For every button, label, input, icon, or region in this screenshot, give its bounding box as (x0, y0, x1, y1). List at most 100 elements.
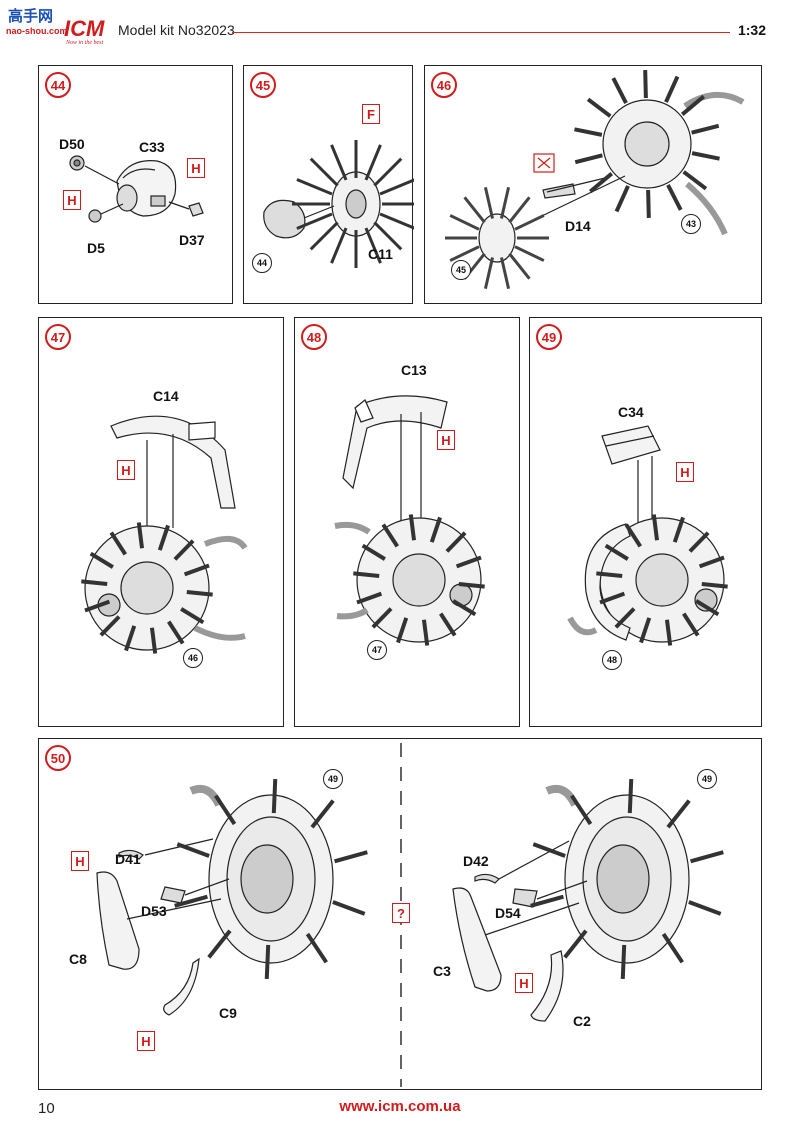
cylinder-spoke (379, 178, 414, 196)
cylinder-spoke (574, 127, 603, 137)
step-47-panel: 47 C14 H 46 (38, 317, 284, 727)
website-link[interactable]: www.icm.com.ua (339, 1098, 461, 1115)
cylinder-spoke (664, 619, 673, 646)
cylinder-spoke (574, 153, 603, 165)
cylinder-spoke (639, 617, 652, 644)
cylinder-spoke (701, 582, 728, 589)
cylinder-spoke (379, 212, 414, 230)
part-label: C2 (573, 1013, 591, 1029)
cylinder-spoke (334, 850, 368, 864)
step-48-panel: 48 C13 H 47 (294, 317, 520, 727)
cylinder-spoke (449, 245, 480, 262)
step-reference: 48 (602, 650, 622, 670)
cylinder-spoke (429, 516, 442, 543)
cylinder-spoke (690, 850, 724, 864)
step-44-illustration (69, 155, 204, 223)
cylinder-spoke (599, 591, 626, 605)
cylinder-spoke (296, 178, 333, 196)
step-reference: 44 (252, 253, 272, 273)
option-marker: ? (392, 903, 410, 923)
cylinder-spoke (186, 590, 213, 597)
cylinder-spoke (611, 77, 628, 104)
cylinder-spoke (698, 555, 725, 569)
cylinder-spoke (271, 779, 278, 814)
cylinder-spoke (586, 97, 612, 118)
cylinder-spoke (680, 94, 705, 116)
step-45-illustration (263, 140, 414, 268)
step-reference: 49 (323, 769, 343, 789)
step-44-panel: 44 D50 C33 D5 D37 H H (38, 65, 233, 304)
cylinder-spoke (695, 599, 720, 617)
cylinder-spoke (666, 799, 691, 829)
cylinder-spoke (207, 929, 232, 959)
cylinder-spoke (373, 221, 403, 251)
paint-marker: H (515, 973, 533, 993)
cylinder-spoke (173, 539, 195, 561)
cylinder-spoke (627, 779, 634, 814)
step-50-panel: 50 D41 (38, 738, 762, 1090)
cylinder-spoke (89, 551, 114, 569)
part-label: C14 (153, 388, 179, 404)
part-label: C8 (69, 951, 87, 967)
cylinder-spoke (109, 531, 127, 556)
cylinder-spoke (661, 932, 684, 964)
paint-marker: H (117, 460, 135, 480)
step-49-panel: 49 C34 H 48 (529, 317, 762, 727)
cylinder-spoke (330, 144, 348, 181)
cylinder-spoke (361, 543, 386, 561)
step-number: 49 (536, 324, 562, 350)
page-title: Model kit No32023 (118, 22, 235, 38)
logo-watermark-text: 高手网 (8, 7, 53, 25)
step-number: 46 (431, 72, 457, 98)
cylinder-spoke (136, 522, 145, 549)
step-number: 45 (250, 72, 276, 98)
cylinder-spoke (514, 214, 545, 231)
step-reference: 47 (367, 640, 387, 660)
cylinder-spoke (309, 221, 339, 251)
cylinder-spoke (296, 212, 333, 230)
cylinder-spoke (646, 189, 651, 219)
step-number: 50 (45, 745, 71, 771)
step-reference: 43 (681, 214, 701, 234)
paint-marker: H (437, 430, 455, 450)
cylinder-spoke (664, 75, 680, 103)
cylinder-spoke (604, 543, 629, 561)
cylinder-spoke (508, 196, 531, 224)
cylinder-spoke (563, 929, 588, 959)
cylinder-spoke (666, 184, 683, 211)
paint-marker: F (362, 104, 380, 124)
logo-site-text: nao-shou.com (6, 26, 68, 36)
part-label: C13 (401, 362, 427, 378)
cylinder-spoke (310, 799, 335, 829)
step-number: 44 (45, 72, 71, 98)
part-label: D14 (565, 218, 591, 234)
part-label: D5 (87, 240, 105, 256)
cylinder-spoke (682, 612, 700, 637)
cylinder-spoke (81, 579, 108, 586)
icm-logo: 高手网 nao-shou.com ICM Now in the best (6, 6, 114, 46)
cylinder-spoke (180, 607, 205, 625)
cylinder-spoke (570, 794, 593, 826)
cylinder-spoke (483, 186, 495, 219)
cylinder-spoke (373, 157, 403, 187)
part-label: D53 (141, 903, 167, 919)
cylinder-spoke (620, 944, 627, 979)
cylinder-spoke (452, 599, 477, 617)
part-label: D54 (495, 905, 521, 921)
part-label: D41 (115, 851, 141, 867)
scale-label: 1:32 (737, 22, 766, 38)
step-47-illustration (81, 415, 248, 654)
paint-marker: H (676, 462, 694, 482)
cylinder-spoke (532, 842, 566, 858)
cylinder-spoke (309, 157, 339, 187)
cylinder-spoke (672, 516, 685, 543)
cylinder-spoke (439, 612, 457, 637)
cylinder-spoke (364, 227, 382, 264)
part-label: D42 (463, 853, 489, 869)
cylinder-spoke (167, 620, 185, 645)
part-label: C33 (139, 139, 165, 155)
step-46-illustration (445, 69, 745, 290)
cylinder-spoke (499, 257, 511, 290)
step-number: 48 (301, 324, 327, 350)
cylinder-spoke (688, 900, 722, 916)
